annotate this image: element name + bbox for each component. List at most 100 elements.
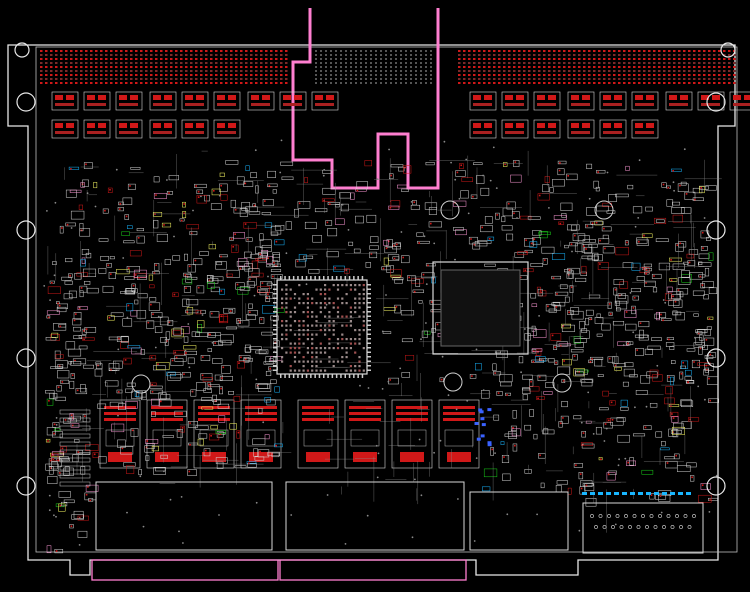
smd-component xyxy=(487,236,495,241)
header-pin xyxy=(558,50,561,52)
header-pin xyxy=(733,66,736,68)
copper-pad xyxy=(514,444,516,447)
header-pin xyxy=(370,54,372,56)
header-pin xyxy=(728,62,731,64)
header-pin xyxy=(628,66,631,68)
qfp-detail xyxy=(315,351,318,354)
header-pin xyxy=(330,74,332,76)
header-pin xyxy=(280,78,283,80)
qfp-pin xyxy=(292,276,295,280)
qfp-detail xyxy=(293,360,297,363)
header-pin xyxy=(493,58,496,60)
header-pin xyxy=(568,66,571,68)
smd-component xyxy=(137,275,147,280)
smd-component xyxy=(340,203,349,212)
smd-component xyxy=(164,259,171,265)
via xyxy=(163,470,165,473)
header-pin xyxy=(80,74,83,76)
header-pin xyxy=(708,70,711,72)
header-pin xyxy=(255,66,258,68)
header-pin xyxy=(458,58,461,60)
header-pin xyxy=(698,78,701,80)
component-outline xyxy=(469,119,497,139)
copper-pad xyxy=(567,175,569,177)
header-pin xyxy=(315,66,317,68)
header-pin xyxy=(648,82,651,84)
header-pin xyxy=(678,62,681,64)
smd-component xyxy=(415,279,421,287)
header-pin xyxy=(280,54,283,56)
header-pin xyxy=(270,66,273,68)
header-pin xyxy=(395,50,397,52)
smd-component xyxy=(649,369,659,377)
qfp-detail xyxy=(311,360,314,363)
copper-pad xyxy=(473,131,492,134)
copper-pad xyxy=(208,383,210,386)
header-pin xyxy=(255,82,258,84)
qfp-detail xyxy=(332,284,335,287)
header-pin xyxy=(473,58,476,60)
via xyxy=(495,187,498,190)
smd-component xyxy=(146,320,155,329)
qfp-detail xyxy=(281,288,284,291)
header-pin xyxy=(548,78,551,80)
copper-pad xyxy=(104,412,136,415)
smd-component xyxy=(596,313,601,318)
copper-pad xyxy=(589,318,592,321)
smd-component xyxy=(131,283,136,292)
header-pin xyxy=(80,66,83,68)
smd-component xyxy=(686,348,696,352)
smd-component xyxy=(597,374,604,377)
component-outline xyxy=(311,91,339,111)
header-pin xyxy=(95,54,98,56)
smd-component xyxy=(268,358,274,362)
header-pin xyxy=(260,62,263,64)
header-pin xyxy=(155,78,158,80)
marker xyxy=(479,410,484,414)
header-pin xyxy=(335,74,337,76)
header-pin xyxy=(673,62,676,64)
header-pin xyxy=(255,70,258,72)
smd-component xyxy=(397,184,408,189)
qfp-detail xyxy=(362,297,365,300)
via xyxy=(439,439,442,442)
smd-component xyxy=(144,445,154,453)
connector-stripe xyxy=(59,465,91,471)
smd-component xyxy=(501,216,506,223)
smd-component xyxy=(196,189,203,194)
smd-component xyxy=(264,434,270,440)
copper-pad xyxy=(513,212,515,215)
qfp-pin xyxy=(327,276,329,280)
header-pin xyxy=(325,54,327,56)
copper-pad xyxy=(674,300,677,303)
component-outline xyxy=(631,119,659,139)
qfp-detail xyxy=(298,347,301,350)
smd-component xyxy=(556,480,568,485)
header-pin xyxy=(45,54,48,56)
copper-pad xyxy=(679,184,681,187)
copper-pad xyxy=(110,369,112,371)
smd-component xyxy=(585,317,590,326)
via xyxy=(704,398,706,401)
smd-component xyxy=(267,451,280,457)
header-pin xyxy=(110,82,113,84)
header-pin xyxy=(588,70,591,72)
header-pin xyxy=(390,66,392,68)
header-pin xyxy=(375,50,377,52)
via xyxy=(656,364,659,367)
header-pin xyxy=(698,74,701,76)
smd-component xyxy=(355,215,364,224)
copper-pad xyxy=(160,400,162,403)
smd-component xyxy=(153,193,167,199)
smd-component xyxy=(601,226,612,232)
header-pin xyxy=(483,58,486,60)
header-pin xyxy=(320,70,322,72)
header-pin xyxy=(653,78,656,80)
via xyxy=(388,148,390,151)
qfp-pin xyxy=(367,365,371,367)
copper-pad xyxy=(571,131,590,134)
header-pin xyxy=(120,70,123,72)
header-pin xyxy=(548,82,551,84)
header-pin xyxy=(513,74,516,76)
